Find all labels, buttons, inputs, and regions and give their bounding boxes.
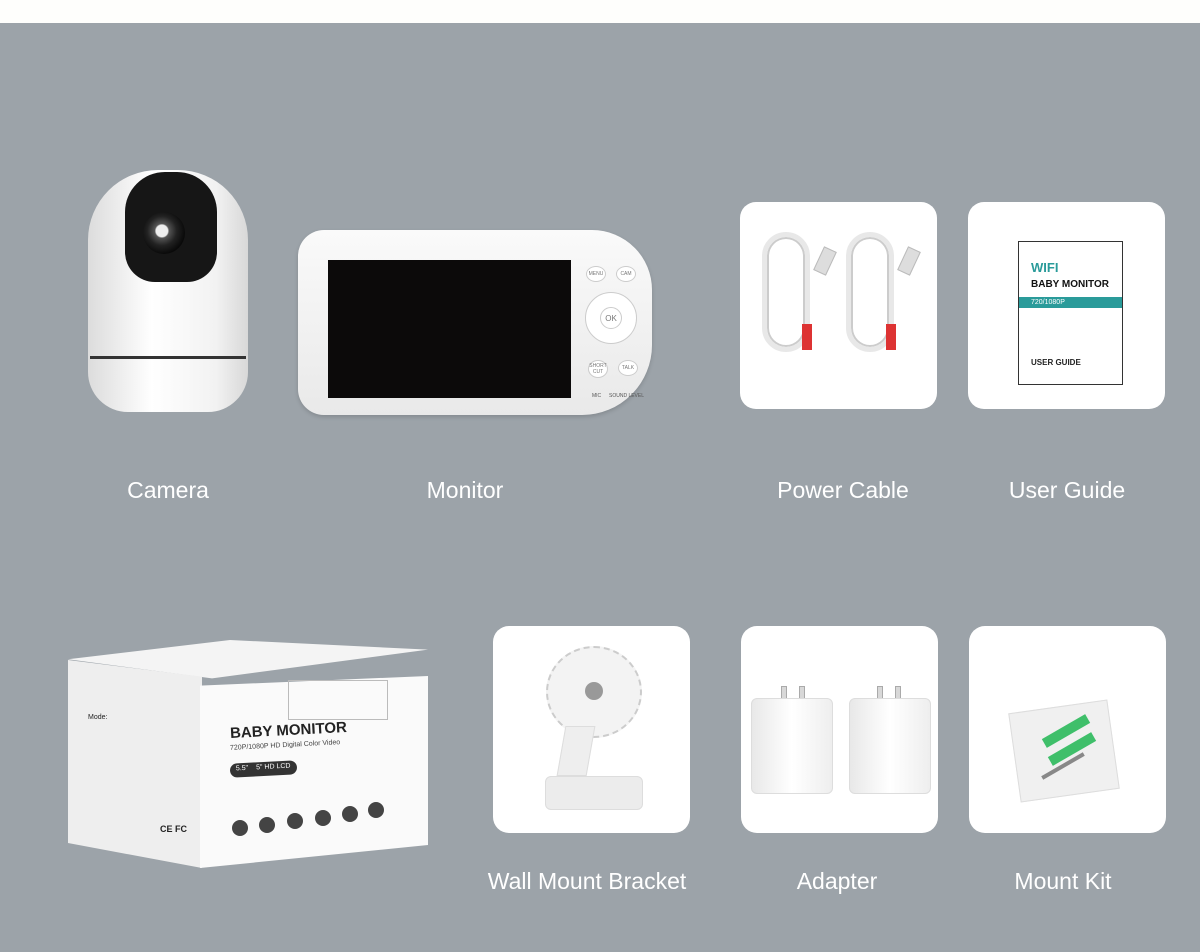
usb-plug <box>813 246 837 276</box>
top-strip <box>0 0 1200 23</box>
box-screen: 5" HD LCD <box>255 762 291 772</box>
speaker-feature-icon <box>259 817 275 833</box>
ok-button: OK <box>600 307 622 329</box>
adapter-label: Adapter <box>796 868 878 894</box>
user-guide-label: User Guide <box>1008 477 1126 503</box>
mic-indicator: MIC <box>592 393 602 399</box>
box-side <box>68 660 202 868</box>
thermometer-feature-icon <box>287 813 303 829</box>
talk-button: TALK <box>618 360 638 376</box>
bracket-arm <box>556 726 596 776</box>
adapter-unit <box>849 698 931 794</box>
camera-feature-icon <box>232 820 248 836</box>
monitor-screen <box>328 260 571 398</box>
camera-label: Camera <box>127 477 209 503</box>
user-guide-card: WIFI BABY MONITOR 720/1080P USER GUIDE <box>968 202 1165 409</box>
guide-title: WIFI <box>1031 260 1059 275</box>
adapter-unit <box>751 698 833 794</box>
power-cable-card <box>740 202 937 409</box>
monitor-label: Monitor <box>426 477 504 503</box>
mount-kit-label: Mount Kit <box>1014 868 1112 894</box>
power-cable-label: Power Cable <box>777 477 909 503</box>
guide-resolution: 720/1080P <box>1019 297 1122 308</box>
user-guide-document: WIFI BABY MONITOR 720/1080P USER GUIDE <box>1018 241 1123 385</box>
box-certifications: CE FC <box>160 824 187 834</box>
camera-lens <box>143 212 185 254</box>
wall-mount-label: Wall Mount Bracket <box>487 868 687 894</box>
box-size: 5.5" <box>235 764 249 773</box>
wall-mount-card <box>493 626 690 833</box>
dpad <box>585 292 637 344</box>
mount-kit-card <box>969 626 1166 833</box>
adapter-card <box>741 626 938 833</box>
settings-feature-icon <box>368 802 384 818</box>
box-window <box>288 680 388 720</box>
sleep-feature-icon <box>342 806 358 822</box>
guide-footer: USER GUIDE <box>1031 358 1081 367</box>
shortcut-button: SHORT CUT <box>588 360 608 378</box>
cable-coil <box>762 232 810 352</box>
cable-tag <box>802 324 812 350</box>
sound-level-indicator: SOUND LEVEL <box>609 393 645 399</box>
cable-tag <box>886 324 896 350</box>
bracket-screw <box>585 682 603 700</box>
guide-subtitle: BABY MONITOR <box>1031 279 1109 290</box>
menu-button: MENU <box>586 266 606 282</box>
cable-coil <box>846 232 894 352</box>
usb-plug <box>897 246 921 276</box>
cam-button: CAM <box>616 266 636 282</box>
music-feature-icon <box>315 810 331 826</box>
camera-seam <box>90 356 246 359</box>
bracket-base <box>545 776 643 810</box>
box-model: Mode: <box>88 714 108 721</box>
